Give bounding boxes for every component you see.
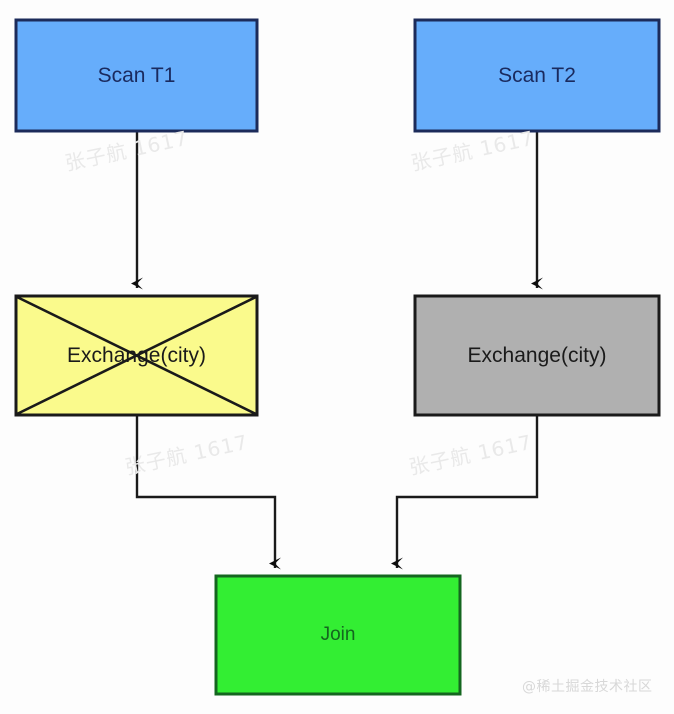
cross-diagonal-up-icon: [16, 295, 257, 416]
node-scan-t1[interactable]: [14, 18, 259, 133]
node-exchange-right[interactable]: [413, 294, 661, 417]
edge-exchange-right-to-join: [391, 415, 539, 570]
edge-layer: [131, 131, 543, 570]
node-layer: [14, 18, 661, 696]
cross-out-exchange-left: [16, 295, 257, 416]
node-join[interactable]: [214, 574, 462, 696]
node-scan-t2[interactable]: [413, 18, 661, 133]
edge-exchange-left-to-join: [135, 415, 281, 570]
